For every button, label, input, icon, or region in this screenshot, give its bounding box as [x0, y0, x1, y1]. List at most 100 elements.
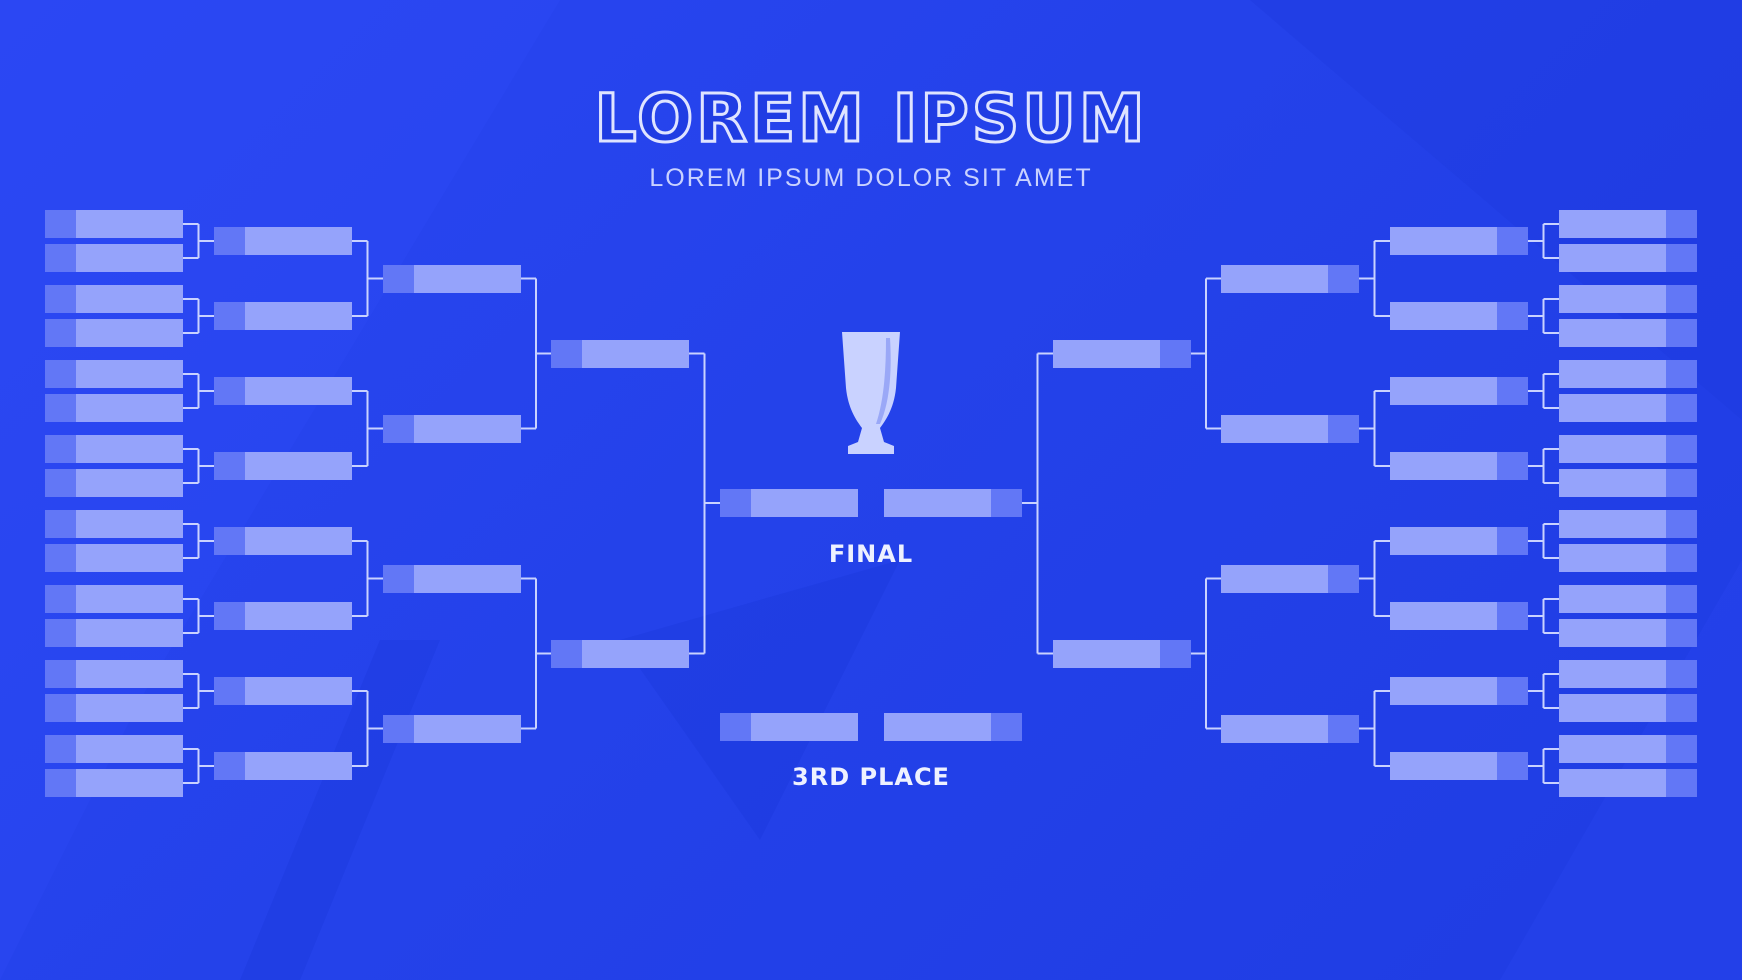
- team-slot-right-r1-16[interactable]: [1559, 769, 1697, 797]
- team-slot-left-r4-1[interactable]: [551, 339, 689, 368]
- team-slot-left-r2-7[interactable]: [214, 677, 352, 705]
- seed-tab: [1666, 769, 1697, 797]
- team-slot-right-r1-13[interactable]: [1559, 660, 1697, 688]
- team-slot-left-r1-13[interactable]: [45, 660, 183, 688]
- team-slot-left-r2-4[interactable]: [214, 452, 352, 480]
- seed-tab: [1666, 585, 1697, 613]
- third-place-slot-right[interactable]: [884, 713, 1022, 741]
- finalist-slot-right[interactable]: [884, 489, 1022, 517]
- seed-tab: [991, 713, 1022, 741]
- team-slot-right-r1-14[interactable]: [1559, 694, 1697, 722]
- team-slot-left-r1-6[interactable]: [45, 394, 183, 422]
- team-slot-left-r2-8[interactable]: [214, 752, 352, 780]
- team-slot-right-r1-15[interactable]: [1559, 735, 1697, 763]
- seed-tab: [551, 639, 582, 668]
- team-slot-right-r1-10[interactable]: [1559, 544, 1697, 572]
- seed-tab: [45, 619, 76, 647]
- team-slot-left-r1-9[interactable]: [45, 510, 183, 538]
- team-slot-right-r1-1[interactable]: [1559, 210, 1697, 238]
- team-slot-right-r2-3[interactable]: [1390, 377, 1528, 405]
- seed-tab: [214, 602, 245, 630]
- seed-tab: [383, 264, 414, 293]
- team-slot-left-r1-11[interactable]: [45, 585, 183, 613]
- team-slot-right-r1-9[interactable]: [1559, 510, 1697, 538]
- team-slot-left-r2-6[interactable]: [214, 602, 352, 630]
- seed-tab: [214, 302, 245, 330]
- team-slot-left-r1-4[interactable]: [45, 319, 183, 347]
- team-slot-right-r1-3[interactable]: [1559, 285, 1697, 313]
- team-slot-left-r1-16[interactable]: [45, 769, 183, 797]
- team-slot-left-r3-1[interactable]: [383, 264, 521, 293]
- team-slot-right-r2-4[interactable]: [1390, 452, 1528, 480]
- team-slot-left-r3-3[interactable]: [383, 564, 521, 593]
- team-slot-left-r2-1[interactable]: [214, 227, 352, 255]
- seed-tab: [45, 510, 76, 538]
- team-slot-right-r2-1[interactable]: [1390, 227, 1528, 255]
- seed-tab: [45, 285, 76, 313]
- team-slot-right-r3-2[interactable]: [1221, 414, 1359, 443]
- team-slot-left-r1-3[interactable]: [45, 285, 183, 313]
- seed-tab: [214, 677, 245, 705]
- team-slot-right-r1-2[interactable]: [1559, 244, 1697, 272]
- team-slot-left-r1-15[interactable]: [45, 735, 183, 763]
- team-slot-right-r2-6[interactable]: [1390, 602, 1528, 630]
- team-slot-right-r2-7[interactable]: [1390, 677, 1528, 705]
- seed-tab: [720, 713, 751, 741]
- seed-tab: [1497, 602, 1528, 630]
- team-slot-left-r2-5[interactable]: [214, 527, 352, 555]
- team-slot-left-r2-3[interactable]: [214, 377, 352, 405]
- team-slot-left-r1-14[interactable]: [45, 694, 183, 722]
- seed-tab: [383, 414, 414, 443]
- team-slot-left-r1-12[interactable]: [45, 619, 183, 647]
- seed-tab: [214, 452, 245, 480]
- team-slot-left-r1-2[interactable]: [45, 244, 183, 272]
- team-slot-right-r3-3[interactable]: [1221, 564, 1359, 593]
- team-slot-right-r3-1[interactable]: [1221, 264, 1359, 293]
- team-slot-left-r1-7[interactable]: [45, 435, 183, 463]
- seed-tab: [1666, 619, 1697, 647]
- team-slot-right-r1-4[interactable]: [1559, 319, 1697, 347]
- final-label: FINAL: [828, 540, 914, 568]
- seed-tab: [45, 394, 76, 422]
- seed-tab: [1328, 414, 1359, 443]
- seed-tab: [1497, 452, 1528, 480]
- seed-tab: [991, 489, 1022, 517]
- seed-tab: [45, 660, 76, 688]
- seed-tab: [1666, 469, 1697, 497]
- team-slot-left-r1-10[interactable]: [45, 544, 183, 572]
- team-slot-right-r1-7[interactable]: [1559, 435, 1697, 463]
- team-slot-right-r2-8[interactable]: [1390, 752, 1528, 780]
- team-slot-left-r2-2[interactable]: [214, 302, 352, 330]
- team-slot-right-r1-8[interactable]: [1559, 469, 1697, 497]
- team-slot-right-r1-11[interactable]: [1559, 585, 1697, 613]
- team-slot-right-r4-2[interactable]: [1053, 639, 1191, 668]
- team-slot-right-r4-1[interactable]: [1053, 339, 1191, 368]
- seed-tab: [1666, 660, 1697, 688]
- team-slot-right-r2-5[interactable]: [1390, 527, 1528, 555]
- seed-tab: [1666, 319, 1697, 347]
- team-slot-right-r2-2[interactable]: [1390, 302, 1528, 330]
- seed-tab: [214, 527, 245, 555]
- team-slot-right-r1-6[interactable]: [1559, 394, 1697, 422]
- seed-tab: [551, 339, 582, 368]
- team-slot-left-r4-2[interactable]: [551, 639, 689, 668]
- seed-tab: [1497, 752, 1528, 780]
- team-slot-left-r1-1[interactable]: [45, 210, 183, 238]
- team-slot-right-r1-5[interactable]: [1559, 360, 1697, 388]
- team-slot-left-r3-4[interactable]: [383, 714, 521, 743]
- finalist-slot-left[interactable]: [720, 489, 858, 517]
- team-slot-right-r3-4[interactable]: [1221, 714, 1359, 743]
- page-title: LOREM IPSUM: [593, 80, 1148, 157]
- team-slot-right-r1-12[interactable]: [1559, 619, 1697, 647]
- team-slot-left-r1-5[interactable]: [45, 360, 183, 388]
- seed-tab: [45, 319, 76, 347]
- seed-tab: [1497, 377, 1528, 405]
- seed-tab: [1666, 244, 1697, 272]
- team-slot-left-r1-8[interactable]: [45, 469, 183, 497]
- seed-tab: [1666, 394, 1697, 422]
- third-place-slot-left[interactable]: [720, 713, 858, 741]
- team-slot-left-r3-2[interactable]: [383, 414, 521, 443]
